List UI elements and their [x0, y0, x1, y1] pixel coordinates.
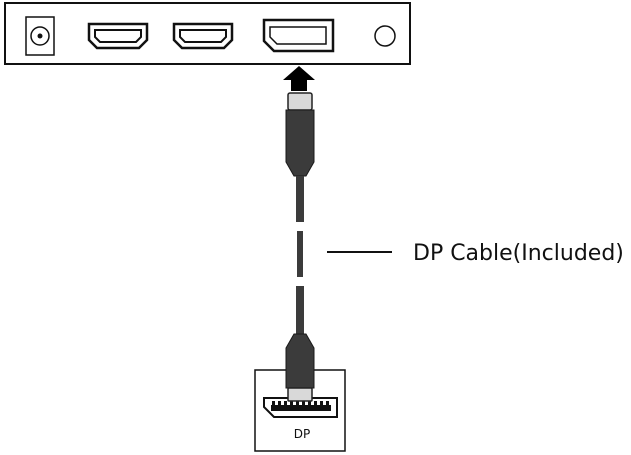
pin: [320, 401, 323, 406]
displayport-port: [262, 18, 335, 53]
top-connector-tip: [287, 92, 313, 111]
pin: [326, 401, 329, 406]
bottom-connector-housing: [285, 333, 315, 389]
pin: [278, 401, 281, 406]
monitor-io-panel: [4, 2, 411, 65]
pin: [296, 401, 299, 406]
source-port-label: DP: [294, 427, 310, 441]
power-port: [25, 16, 55, 56]
hdmi-port-1: [87, 22, 149, 50]
pin: [284, 401, 287, 406]
dp-cable: [296, 176, 304, 334]
arrow-up-icon: [283, 66, 315, 91]
bottom-dp-connector: [285, 333, 315, 402]
pin: [272, 401, 275, 406]
pin: [302, 401, 305, 406]
pin-bar: [271, 405, 331, 411]
pin: [308, 401, 311, 406]
cable-middle-segment: [297, 231, 303, 277]
top-dp-connector: [285, 92, 315, 177]
pin: [314, 401, 317, 406]
top-connector-housing: [285, 109, 315, 177]
cable-label: DP Cable(Included): [413, 241, 624, 266]
pin: [290, 401, 293, 406]
hdmi-port-2: [172, 22, 234, 50]
cable-upper-segment: [296, 176, 304, 222]
bottom-connector-tip: [287, 387, 313, 402]
audio-port: [374, 25, 396, 47]
cable-lower-segment: [296, 286, 304, 334]
source-dp-pins: [271, 401, 331, 411]
